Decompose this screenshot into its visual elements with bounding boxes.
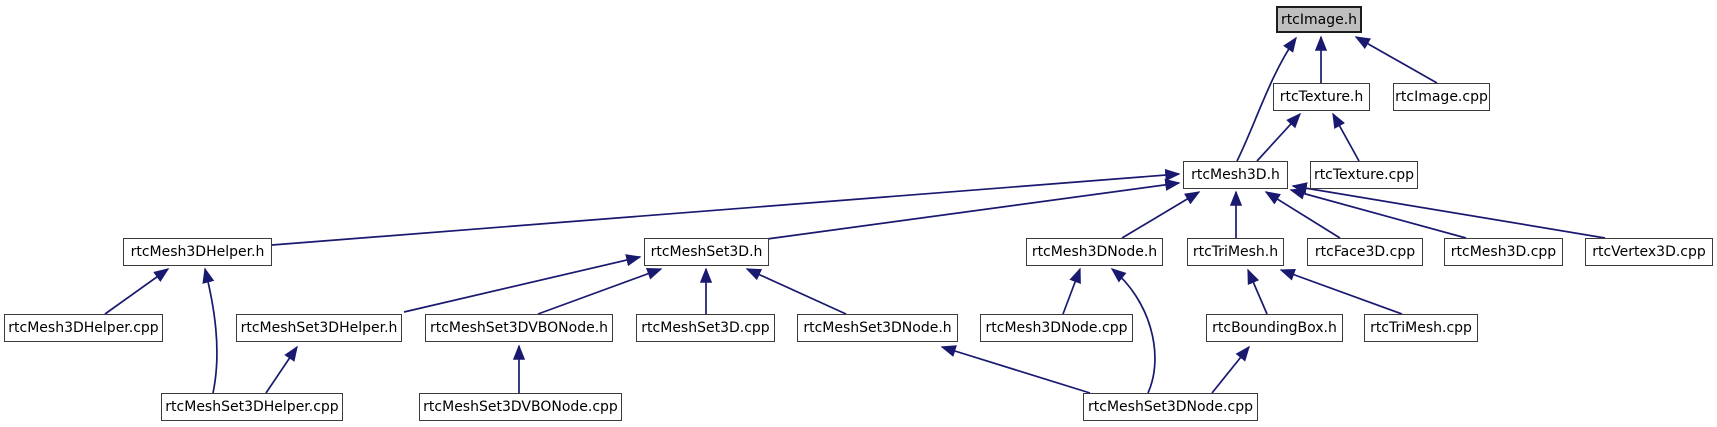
graph-node-meshset3dhelper_h[interactable]: rtcMeshSet3DHelper.h [236, 314, 402, 342]
graph-node-texture_h[interactable]: rtcTexture.h [1273, 83, 1370, 111]
graph-node-label: rtcMesh3DNode.cpp [985, 320, 1128, 336]
edge-meshset3dnode_h-to-meshset3d_h [745, 268, 847, 315]
graph-node-mesh3dnode_cpp[interactable]: rtcMesh3DNode.cpp [980, 314, 1133, 342]
edge-image_cpp-to-image_h [1354, 36, 1438, 84]
edge-meshset3dhelper_cpp-to-meshset3dhelper_h [265, 345, 298, 394]
graph-node-label: rtcMesh3DHelper.h [130, 244, 265, 260]
graph-node-label: rtcMeshSet3D.cpp [641, 320, 770, 336]
graph-node-label: rtcImage.cpp [1395, 89, 1488, 105]
graph-node-mesh3dnode_h[interactable]: rtcMesh3DNode.h [1026, 238, 1163, 266]
edge-trimesh_cpp-to-trimesh_h [1279, 268, 1403, 315]
edge-meshset3dnode_cpp-to-mesh3dnode_h [1110, 268, 1156, 394]
graph-node-meshset3d_h[interactable]: rtcMeshSet3D.h [644, 238, 769, 266]
graph-node-meshset3dvbonode_h[interactable]: rtcMeshSet3DVBONode.h [425, 314, 613, 342]
edge-face3d_cpp-to-mesh3d_h [1264, 191, 1341, 239]
graph-node-label: rtcMeshSet3DHelper.cpp [165, 399, 339, 415]
edge-meshset3dvbonode_h-to-meshset3d_h [537, 267, 663, 315]
graph-node-label: rtcMeshSet3D.h [650, 244, 763, 260]
graph-node-label: rtcMeshSet3DVBONode.cpp [423, 399, 618, 415]
edge-mesh3dhelper_cpp-to-mesh3dhelper_h [104, 268, 170, 315]
edge-mesh3dnode_cpp-to-mesh3dnode_h [1062, 267, 1081, 315]
graph-node-mesh3dhelper_cpp[interactable]: rtcMesh3DHelper.cpp [4, 314, 163, 342]
graph-node-meshset3dvbonode_cpp[interactable]: rtcMeshSet3DVBONode.cpp [419, 393, 622, 421]
edge-vertex3d_cpp-to-mesh3d_h [1291, 182, 1606, 239]
graph-node-label: rtcMeshSet3DNode.h [803, 320, 952, 336]
graph-node-mesh3d_h[interactable]: rtcMesh3D.h [1183, 161, 1288, 189]
graph-node-boundingbox_h[interactable]: rtcBoundingBox.h [1206, 314, 1343, 342]
graph-node-label: rtcMesh3DHelper.cpp [8, 320, 159, 336]
graph-node-face3d_cpp[interactable]: rtcFace3D.cpp [1307, 238, 1423, 266]
graph-node-trimesh_h[interactable]: rtcTriMesh.h [1187, 238, 1284, 266]
graph-node-label: rtcBoundingBox.h [1212, 320, 1337, 336]
graph-node-image_h[interactable]: rtcImage.h [1276, 6, 1362, 33]
edge-meshset3dnode_cpp-to-meshset3dnode_h [940, 345, 1091, 394]
graph-node-label: rtcTriMesh.cpp [1370, 320, 1472, 336]
graph-node-trimesh_cpp[interactable]: rtcTriMesh.cpp [1364, 314, 1478, 342]
graph-node-mesh3d_cpp[interactable]: rtcMesh3D.cpp [1444, 238, 1563, 266]
graph-node-label: rtcMeshSet3DVBONode.h [429, 320, 609, 336]
graph-node-label: rtcTriMesh.h [1192, 244, 1279, 260]
graph-node-label: rtcMesh3D.h [1191, 167, 1280, 183]
edge-mesh3d_h-to-image_h [1236, 36, 1297, 162]
edge-texture_cpp-to-texture_h [1332, 112, 1360, 162]
edge-meshset3dnode_cpp-to-boundingbox_h [1211, 345, 1250, 394]
graph-node-meshset3dnode_h[interactable]: rtcMeshSet3DNode.h [797, 314, 958, 342]
edge-meshset3dhelper_cpp-to-mesh3dhelper_h [202, 267, 218, 394]
graph-node-label: rtcTexture.cpp [1313, 167, 1415, 183]
edge-mesh3dnode_h-to-mesh3d_h [1121, 191, 1201, 239]
edge-meshset3d_h-to-mesh3d_h [766, 178, 1181, 240]
graph-node-label: rtcVertex3D.cpp [1592, 244, 1706, 260]
graph-node-meshset3dhelper_cpp[interactable]: rtcMeshSet3DHelper.cpp [161, 393, 343, 421]
graph-node-label: rtcMeshSet3DHelper.h [240, 320, 398, 336]
edge-meshset3dhelper_h-to-meshset3d_h [403, 254, 642, 313]
graph-node-meshset3dnode_cpp[interactable]: rtcMeshSet3DNode.cpp [1083, 393, 1258, 421]
graph-node-image_cpp[interactable]: rtcImage.cpp [1393, 83, 1490, 111]
edge-mesh3d_h-to-texture_h [1256, 112, 1302, 162]
graph-node-label: rtcFace3D.cpp [1314, 244, 1416, 260]
graph-node-label: rtcImage.h [1280, 11, 1358, 28]
graph-node-texture_cpp[interactable]: rtcTexture.cpp [1310, 161, 1418, 189]
edge-mesh3dhelper_h-to-mesh3d_h [271, 168, 1181, 246]
graph-node-mesh3dhelper_h[interactable]: rtcMesh3DHelper.h [123, 238, 272, 266]
edge-mesh3d_cpp-to-mesh3d_h [1289, 187, 1467, 239]
graph-node-label: rtcMeshSet3DNode.cpp [1088, 399, 1253, 415]
graph-node-label: rtcMesh3DNode.h [1031, 244, 1158, 260]
edge-boundingbox_h-to-trimesh_h [1247, 268, 1268, 315]
graph-node-label: rtcMesh3D.cpp [1450, 244, 1557, 260]
graph-node-label: rtcTexture.h [1279, 89, 1364, 105]
graph-node-meshset3d_cpp[interactable]: rtcMeshSet3D.cpp [636, 314, 775, 342]
graph-node-vertex3d_cpp[interactable]: rtcVertex3D.cpp [1585, 238, 1713, 266]
